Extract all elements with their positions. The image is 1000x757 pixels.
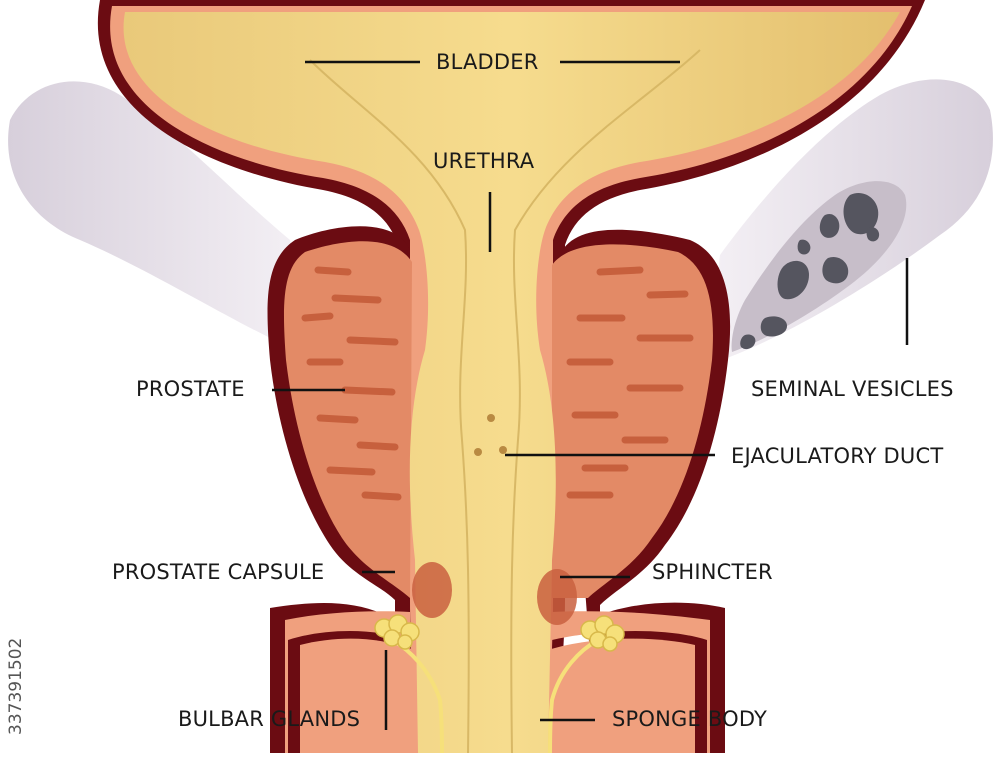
label-sphincter: SPHINCTER xyxy=(652,560,773,584)
label-sponge-body: SPONGE BODY xyxy=(612,707,768,731)
prostate-streaks xyxy=(301,266,694,501)
left-bulbar-gland xyxy=(374,614,420,650)
label-bladder: BLADDER xyxy=(436,50,539,74)
right-bulb-core xyxy=(548,638,695,753)
right-bulbar-duct xyxy=(548,638,599,754)
watermark-id: 337391502 xyxy=(6,637,26,735)
label-bulbar-glands: BULBAR GLANDS xyxy=(178,707,361,731)
right-sphincter xyxy=(537,569,577,625)
seminal-vesicle-spots xyxy=(740,192,880,350)
left-bulbar-duct xyxy=(391,638,444,754)
label-urethra: URETHRA xyxy=(433,149,535,173)
label-prostate: PROSTATE xyxy=(136,377,245,401)
left-bulb-core xyxy=(300,638,415,753)
leader-lines xyxy=(272,60,909,730)
urethra-inner-line-right xyxy=(510,49,701,754)
right-bulb-tissue xyxy=(552,611,710,753)
urethra-inner-line-left xyxy=(309,59,470,754)
left-seminal-vesicle xyxy=(8,81,295,345)
right-bulbar-gland xyxy=(580,615,625,652)
label-ejaculatory-duct: EJACULATORY DUCT xyxy=(731,444,944,468)
right-prostate-tissue xyxy=(552,244,713,598)
bladder-lumen xyxy=(123,12,900,753)
label-seminal-vesicles: SEMINAL VESICLES xyxy=(751,377,954,401)
left-sphincter xyxy=(412,562,452,618)
label-prostate-capsule: PROSTATE CAPSULE xyxy=(112,560,325,584)
ejaculatory-duct-dots xyxy=(474,414,507,456)
